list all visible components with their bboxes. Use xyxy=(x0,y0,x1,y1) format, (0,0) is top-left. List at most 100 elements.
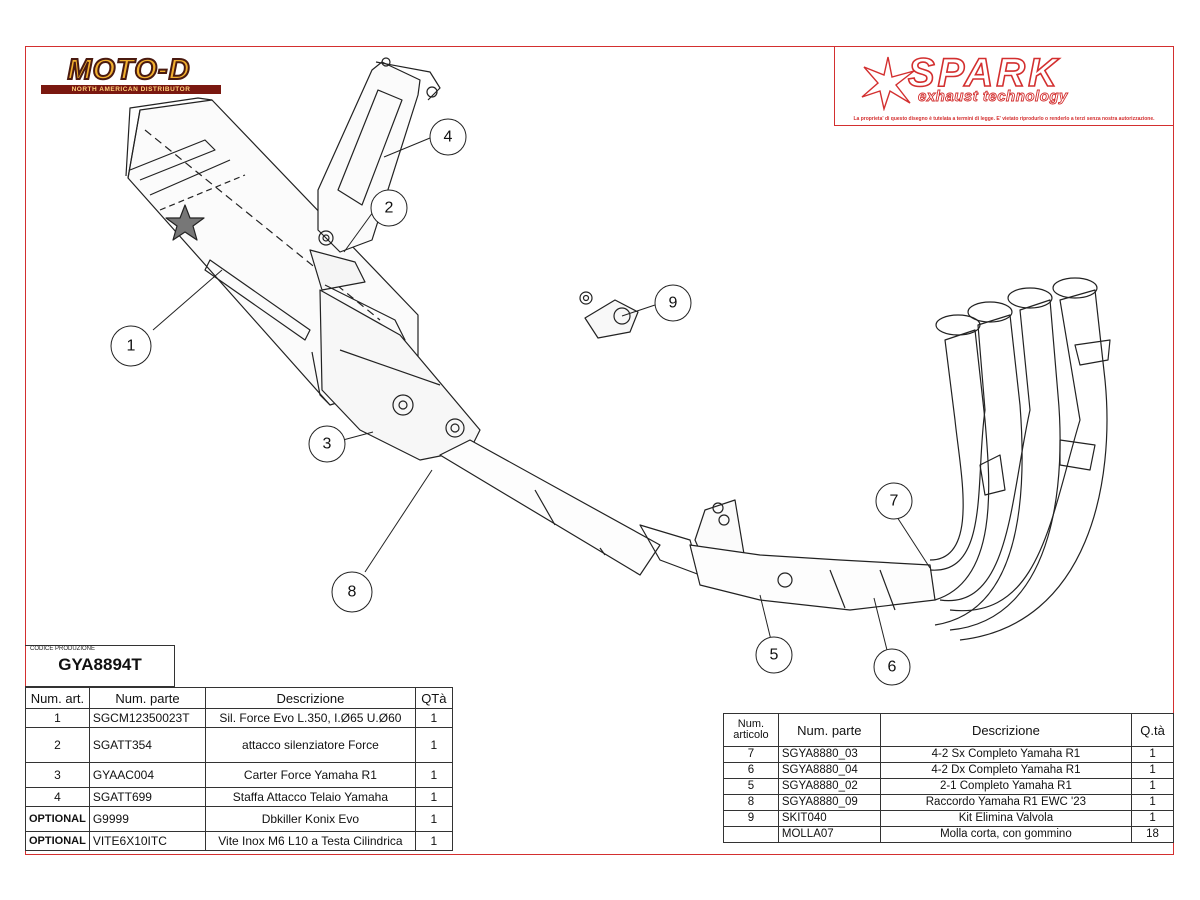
callout-2-label: 2 xyxy=(385,200,394,217)
cell-qty: 1 xyxy=(414,727,454,763)
callout-8 xyxy=(331,571,373,613)
table-row: MOLLA07 Molla corta, con gommino 18 xyxy=(723,826,1174,843)
motod-logo-word: MOTO-D xyxy=(66,54,191,86)
callout-1-label: 1 xyxy=(127,338,136,355)
callout-4 xyxy=(429,118,467,156)
cell-desc: Dbkiller Konix Evo xyxy=(205,806,416,832)
cell-num: 2 xyxy=(25,727,90,763)
cell-num: 8 xyxy=(723,794,779,811)
cell-part: G9999 xyxy=(88,806,207,832)
table-row: 1 SGCM12350023T Sil. Force Evo L.350, I.… xyxy=(25,708,454,728)
link-pipe-part xyxy=(439,439,701,576)
spark-logo-tagline: exhaust technology xyxy=(918,88,1068,106)
callout-1 xyxy=(110,325,152,367)
cell-qty: 1 xyxy=(414,806,454,832)
col-header-qta: QTà xyxy=(414,687,454,709)
cell-part: SGYA8880_09 xyxy=(777,794,881,811)
cell-num: 1 xyxy=(25,708,90,728)
cell-part: SGYA8880_03 xyxy=(777,746,881,763)
col-header-descrizione: Descrizione xyxy=(879,713,1133,747)
cell-qty: 1 xyxy=(414,708,454,728)
cell-qty: 1 xyxy=(414,831,454,851)
cell-qty: 1 xyxy=(414,787,454,807)
cell-desc: 2-1 Completo Yamaha R1 xyxy=(879,778,1133,795)
cell-part: GYAAC004 xyxy=(88,762,207,788)
cell-part: VITE6X10ITC xyxy=(88,831,207,851)
table-row: 6 SGYA8880_04 4-2 Dx Completo Yamaha R1 … xyxy=(723,762,1174,779)
callout-3-label: 3 xyxy=(323,436,332,453)
col-header-num-parte: Num. parte xyxy=(777,713,881,747)
callout-8-label: 8 xyxy=(348,584,357,601)
production-code-value: GYA8894T xyxy=(58,655,142,674)
headers-4-2-part xyxy=(929,277,1111,641)
cell-part: SGYA8880_02 xyxy=(777,778,881,795)
callout-6 xyxy=(873,648,911,686)
col-header-num-art: Num. art. xyxy=(25,687,90,709)
cell-qty: 18 xyxy=(1131,826,1174,843)
col-header-descrizione: Descrizione xyxy=(205,687,416,709)
spark-legal-notice: La proprieta' di questo disegno è tutela… xyxy=(853,116,1155,122)
cell-qty: 1 xyxy=(1131,762,1174,779)
spark-star-logo-icon xyxy=(861,56,915,111)
frame-bracket-part xyxy=(317,57,441,253)
col-header-num-articolo: Num. articolo xyxy=(723,713,779,747)
callout-9 xyxy=(654,284,692,322)
cell-num: 5 xyxy=(723,778,779,795)
cell-qty: 1 xyxy=(1131,794,1174,811)
callout-9-label: 9 xyxy=(669,295,678,312)
cell-desc: 4-2 Dx Completo Yamaha R1 xyxy=(879,762,1133,779)
callout-3 xyxy=(308,425,346,463)
drawing-frame xyxy=(25,46,1174,855)
cell-num: 7 xyxy=(723,746,779,763)
cell-qty: 1 xyxy=(1131,746,1174,763)
motod-logo: MOTO-D NORTH AMERICAN DISTRIBUTOR xyxy=(33,54,225,95)
cell-num: 9 xyxy=(723,810,779,827)
spark-logo-word: SPARK xyxy=(907,51,1061,95)
callout-7 xyxy=(875,482,913,520)
cell-desc: Molla corta, con gommino xyxy=(879,826,1133,843)
cell-desc: Carter Force Yamaha R1 xyxy=(205,762,416,788)
motod-logo-subtitle: NORTH AMERICAN DISTRIBUTOR xyxy=(41,85,221,94)
silencer-parts-table: Num. art. Num. parte Descrizione QTà 1 S… xyxy=(25,687,454,851)
cell-part: SGYA8880_04 xyxy=(777,762,881,779)
cell-desc: attacco silenziatore Force xyxy=(205,727,416,763)
cell-part: MOLLA07 xyxy=(777,826,881,843)
cell-desc: Staffa Attacco Telaio Yamaha xyxy=(205,787,416,807)
callout-4-label: 4 xyxy=(444,129,453,146)
table-row: 7 SGYA8880_03 4-2 Sx Completo Yamaha R1 … xyxy=(723,746,1174,763)
callout-6-label: 6 xyxy=(888,659,897,676)
production-code-label: CODICE PRODUZIONE xyxy=(30,646,96,652)
table-row: 8 SGYA8880_09 Raccordo Yamaha R1 EWC '23… xyxy=(723,794,1174,811)
table-header-row: Num. articolo Num. parte Descrizione Q.t… xyxy=(723,713,1174,747)
cell-num: 4 xyxy=(25,787,90,807)
cell-part: SGATT354 xyxy=(88,727,207,763)
table-row: OPTIONAL VITE6X10ITC Vite Inox M6 L10 a … xyxy=(25,831,454,851)
table-header-row: Num. art. Num. parte Descrizione QTà xyxy=(25,687,454,709)
table-row: OPTIONAL G9999 Dbkiller Konix Evo 1 xyxy=(25,806,454,832)
cell-num: OPTIONAL xyxy=(25,806,90,832)
cell-qty: 1 xyxy=(1131,778,1174,795)
cell-desc: Kit Elimina Valvola xyxy=(879,810,1133,827)
cell-desc: 4-2 Sx Completo Yamaha R1 xyxy=(879,746,1133,763)
valve-kit-part xyxy=(579,291,639,339)
production-code-box xyxy=(25,645,175,687)
spark-logo-box xyxy=(834,46,1174,126)
cell-part: SGATT699 xyxy=(88,787,207,807)
collector-2-1-part xyxy=(689,544,936,611)
table-row: 2 SGATT354 attacco silenziatore Force 1 xyxy=(25,727,454,763)
header-parts-table: Num. articolo Num. parte Descrizione Q.t… xyxy=(723,713,1174,843)
cell-num: OPTIONAL xyxy=(25,831,90,851)
cell-desc: Raccordo Yamaha R1 EWC '23 xyxy=(879,794,1133,811)
col-header-qta: Q.tà xyxy=(1131,713,1174,747)
cell-desc: Sil. Force Evo L.350, I.Ø65 U.Ø60 xyxy=(205,708,416,728)
table-row: 5 SGYA8880_02 2-1 Completo Yamaha R1 1 xyxy=(723,778,1174,795)
cell-qty: 1 xyxy=(1131,810,1174,827)
callout-5-label: 5 xyxy=(770,647,779,664)
cell-num: 3 xyxy=(25,762,90,788)
callout-5 xyxy=(755,636,793,674)
callout-7-label: 7 xyxy=(890,493,899,510)
cell-desc: Vite Inox M6 L10 a Testa Cilindrica xyxy=(205,831,416,851)
col-header-num-parte: Num. parte xyxy=(88,687,207,709)
cell-num: 6 xyxy=(723,762,779,779)
